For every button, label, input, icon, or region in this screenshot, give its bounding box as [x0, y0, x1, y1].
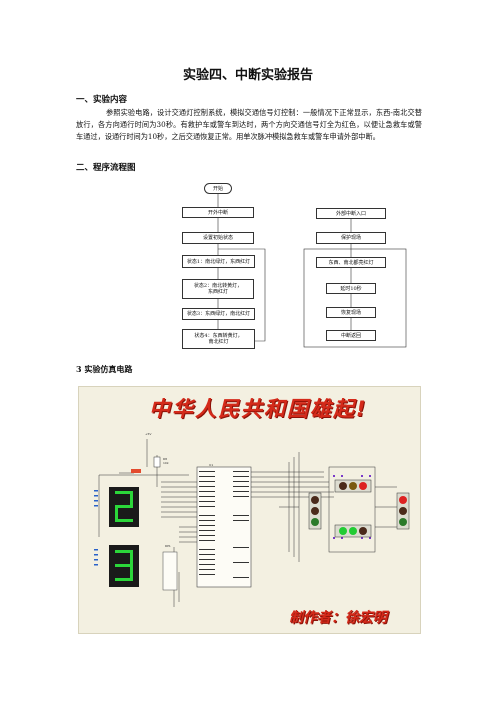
content-paragraph: 参照实验电路，设计交通灯控制系统，模拟交通信号灯控制：一般情况下正常显示，东西-… — [76, 108, 422, 141]
page-title: 实验四、中断实验报告 — [182, 68, 313, 83]
flow-save-context: 保护现场 — [316, 232, 386, 244]
flow-enable-int: 开外中断 — [182, 207, 254, 218]
flow-init-state: 设置初始状态 — [182, 232, 254, 244]
flowchart-lines — [217, 193, 407, 348]
section-heading-flowchart: 二、程序流程图 — [76, 163, 136, 173]
flow-all-red: 东西、南北都亮红灯 — [316, 257, 386, 268]
flow-int-entry: 外部中断入口 — [316, 208, 386, 219]
svg-text:+5V: +5V — [145, 432, 152, 436]
flow-restore: 恢复现场 — [326, 307, 376, 318]
flow-delay: 延时10秒 — [326, 283, 376, 294]
circuit-diagram: +5V R8 10k U1 RP1 — [78, 386, 421, 634]
svg-text:10k: 10k — [163, 461, 169, 465]
circuit-author: 制作者：徐宏明 — [289, 610, 387, 626]
flow-return: 中断返回 — [326, 330, 376, 341]
svg-text:R8: R8 — [163, 457, 167, 461]
flow-state4: 状态4：东西转黄灯，南北红灯 — [182, 329, 255, 349]
flow-start: 开始 — [204, 183, 232, 194]
circuit-schematic: +5V R8 10k U1 RP1 — [94, 432, 410, 607]
circuit-banner: 中华人民共和国雄起! — [149, 397, 368, 421]
flow-state2: 状态2：南北转黄灯，东西红灯 — [182, 279, 254, 299]
section-heading-circuit: 3 实验仿真电路 — [76, 364, 133, 374]
svg-text:U1: U1 — [209, 463, 213, 467]
svg-text:RP1: RP1 — [165, 544, 171, 548]
section-heading-content: 一、实验内容 — [76, 95, 128, 105]
flow-state3: 状态3：东西绿灯，南北红灯 — [182, 308, 255, 320]
flow-state1: 状态1：南北绿灯，东西红灯 — [182, 255, 255, 268]
